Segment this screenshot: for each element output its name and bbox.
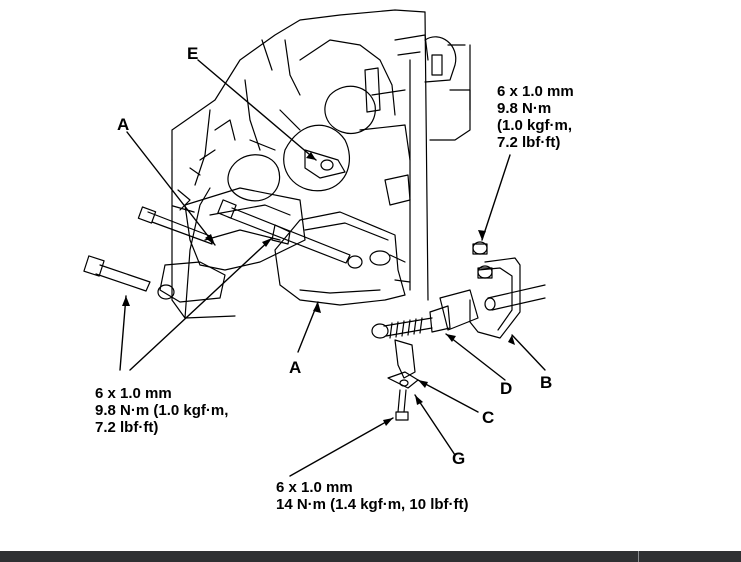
callout-c: C	[482, 408, 495, 427]
slave-cylinder	[371, 241, 546, 339]
spec-right-line-3: (1.0 kgf·m,	[497, 117, 573, 134]
callout-a-top: A	[117, 115, 130, 134]
sensor-e	[304, 149, 346, 179]
bottom-bar-divider	[638, 551, 639, 562]
spec-left-line-3: 7.2 lbf·ft)	[95, 419, 159, 436]
callout-a-bottom: A	[289, 358, 302, 377]
spec-right-line-4: 7.2 lbf·ft)	[497, 134, 561, 151]
leader-lines	[119, 59, 546, 477]
callout-g: G	[452, 449, 466, 468]
bracket-a-right	[274, 211, 411, 306]
callout-d: D	[500, 379, 513, 398]
callout-b: B	[540, 373, 553, 392]
spec-right-line-2: 9.8 N·m	[497, 100, 552, 117]
clevis-c	[387, 339, 419, 421]
arrowheads	[122, 152, 515, 426]
spec-bottom-line-1: 6 x 1.0 mm	[276, 479, 353, 496]
spec-left-line-1: 6 x 1.0 mm	[95, 385, 172, 402]
spec-left-line-2: 9.8 N·m (1.0 kgf·m,	[95, 402, 229, 419]
callout-e: E	[187, 44, 199, 63]
spec-right-line-1: 6 x 1.0 mm	[497, 83, 574, 100]
spec-bottom-line-2: 14 N·m (1.4 kgf·m, 10 lbf·ft)	[276, 496, 469, 513]
bracket-a-left	[159, 187, 306, 303]
bottom-bar	[0, 551, 741, 562]
engine-block	[171, 9, 429, 319]
transmission-housing	[384, 11, 471, 301]
